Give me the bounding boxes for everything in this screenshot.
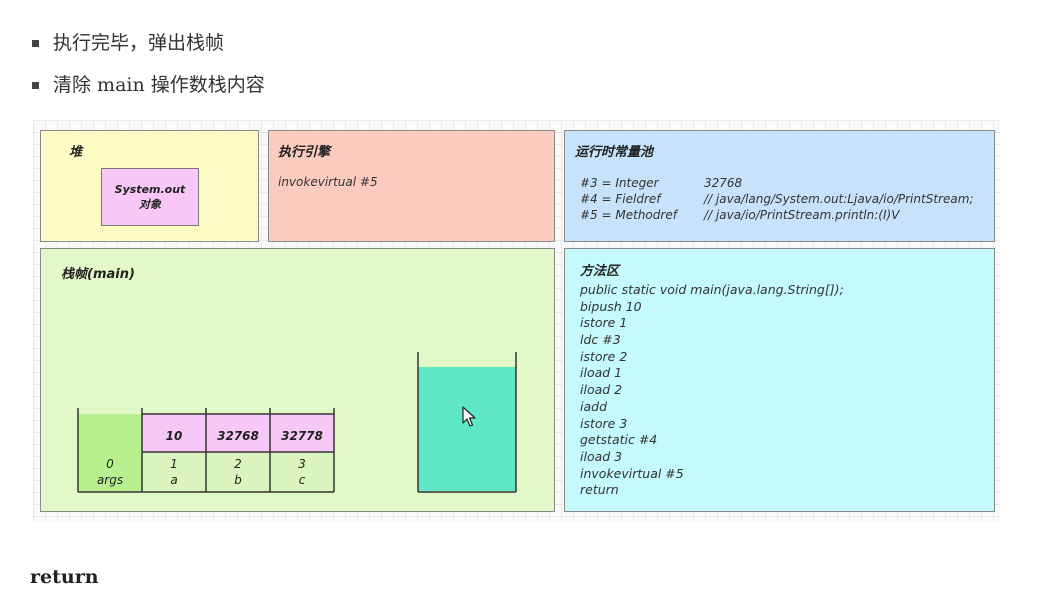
- current-instruction: invokevirtual #5: [278, 175, 378, 189]
- operand-stack: [417, 352, 517, 493]
- bullet-item: 清除 main 操作数栈内容: [30, 70, 265, 112]
- code-line: istore 2: [580, 348, 628, 364]
- engine-panel: 执行引擎 invokevirtual #5: [268, 130, 555, 242]
- slot-index: 1: [170, 457, 178, 471]
- heap-title: 堆: [69, 145, 83, 160]
- bullet-marker: [32, 40, 39, 47]
- entry-value: // java/io/PrintStream.println:(I)V: [704, 208, 900, 222]
- mouse-pointer-icon: [462, 406, 476, 427]
- code-line: bipush 10: [580, 298, 642, 314]
- slot-args-fill: [78, 414, 142, 492]
- bullet-text-suffix: 操作数栈内容: [144, 74, 265, 96]
- code-line: ldc #3: [580, 332, 621, 348]
- code-line: iload 1: [580, 365, 623, 381]
- code-line: iload 2: [580, 382, 623, 398]
- operand-stack-fill: [418, 367, 516, 491]
- heap-panel: 堆 System.out 对象: [40, 130, 259, 242]
- bullet-text: 清除: [53, 74, 98, 96]
- slot-name: a: [170, 473, 178, 487]
- slot-value: 10: [165, 429, 183, 443]
- local-variable-table: [77, 408, 335, 493]
- slot-value: 32768: [217, 429, 259, 443]
- entry-ref: #5 = Methodref: [580, 208, 677, 222]
- entry-ref: #4 = Fieldref: [580, 192, 661, 206]
- constant-pool-title: 运行时常量池: [575, 145, 654, 160]
- bullet-item: 执行完毕，弹出栈帧: [30, 28, 265, 70]
- slot-index-fill: [142, 452, 334, 492]
- code-line: getstatic #4: [580, 432, 658, 448]
- slot-name: b: [234, 473, 242, 487]
- frame-drawing: [77, 352, 517, 493]
- bullet-code: main: [97, 74, 145, 96]
- object-name: System.out: [114, 183, 186, 196]
- object-label: 对象: [139, 198, 161, 211]
- code-line: invokevirtual #5: [580, 465, 684, 481]
- entry-value: // java/lang/System.out:Ljava/io/PrintSt…: [704, 192, 974, 206]
- engine-title: 执行引擎: [278, 145, 331, 160]
- slot-name: c: [298, 473, 306, 487]
- code-line: istore 3: [580, 415, 628, 431]
- slot-name: args: [96, 473, 124, 487]
- slot-value: 32778: [281, 429, 323, 443]
- system-out-object: System.out 对象: [101, 168, 199, 226]
- stack-frame-title: 栈帧(main): [61, 267, 135, 282]
- entry-ref: #3 = Integer: [580, 176, 659, 190]
- code-line: iadd: [580, 398, 608, 414]
- bytecode-listing: public static void main(java.lang.String…: [580, 282, 844, 499]
- method-area-panel: 方法区 public static void main(java.lang.St…: [564, 248, 995, 512]
- stack-frame-panel: 栈帧(main) 10 32768 32778 0 1 2 3 args a b: [40, 248, 555, 512]
- slot-index: 0: [106, 457, 114, 471]
- bullet-text: 执行完毕，弹出栈帧: [53, 32, 225, 54]
- bullet-list: 执行完毕，弹出栈帧 清除 main 操作数栈内容: [30, 28, 265, 112]
- constant-pool-panel: 运行时常量池 #3 = Integer 32768 #4 = Fieldref …: [564, 130, 995, 242]
- slot-values-fill: [142, 414, 334, 452]
- code-line: istore 1: [580, 315, 628, 331]
- code-line: public static void main(java.lang.String…: [580, 282, 844, 297]
- entry-value: 32768: [704, 176, 743, 190]
- slot-index: 2: [234, 457, 242, 471]
- code-line: iload 3: [580, 448, 623, 464]
- slot-index: 3: [298, 457, 306, 471]
- bullet-marker: [32, 82, 39, 89]
- method-area-title: 方法区: [580, 264, 620, 279]
- code-line: return: [580, 482, 619, 498]
- section-heading: return: [30, 566, 99, 588]
